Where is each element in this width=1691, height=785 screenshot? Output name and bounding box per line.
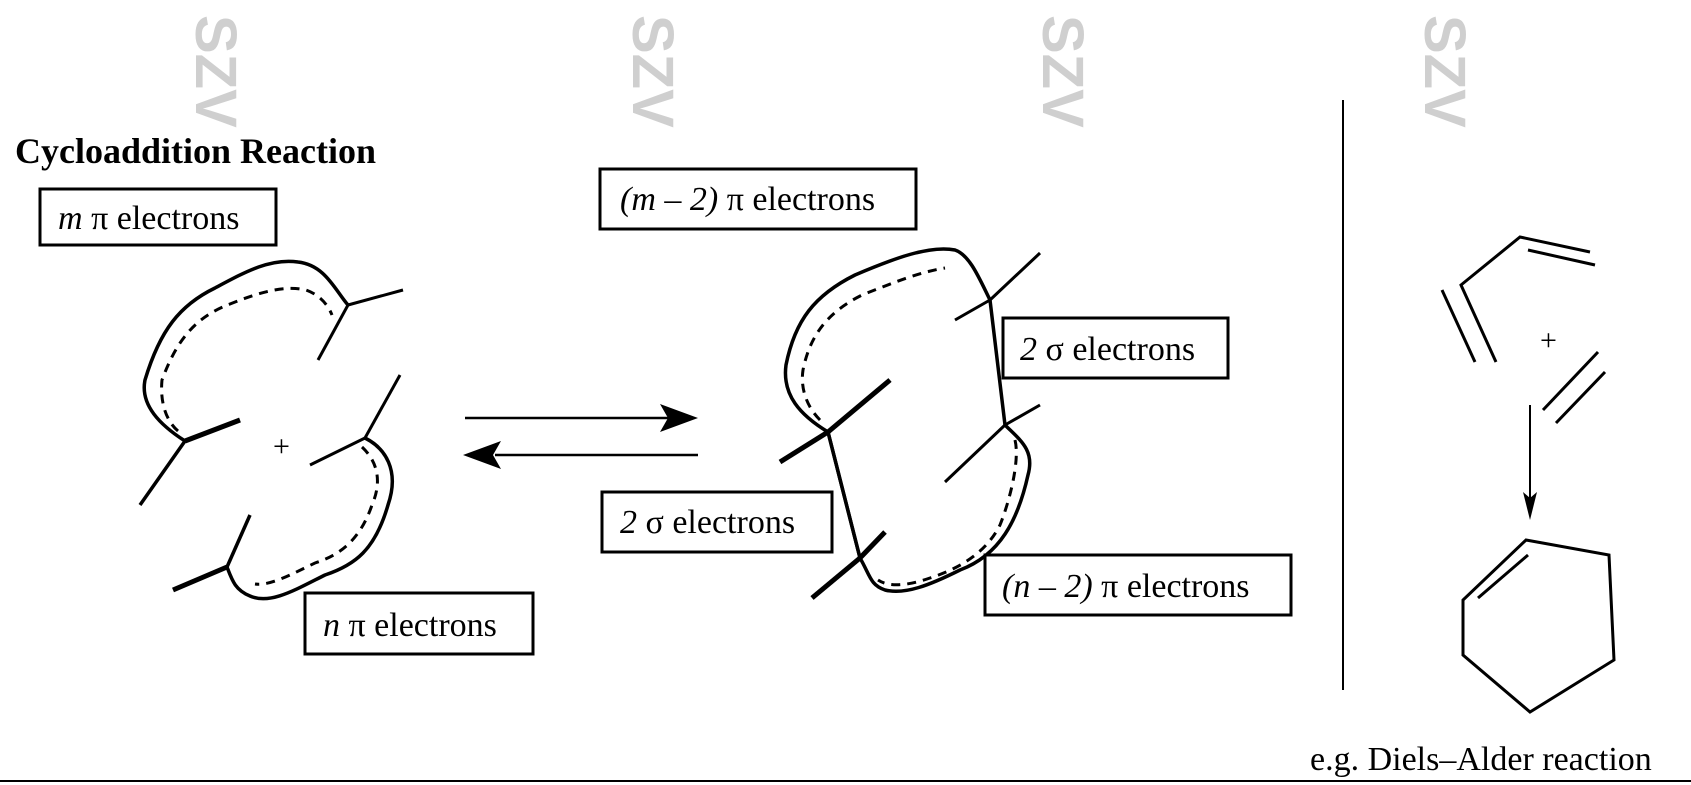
label-variable: (n – 2) [1002,568,1093,605]
upper-substituent-3 [184,417,241,444]
left-reactants [138,259,404,601]
lower-reactant-delocalized-pi [254,445,379,586]
diene-double-bond-2 [1527,248,1596,267]
diels-alder-example [1440,235,1616,714]
product-substituent-3 [826,378,892,434]
label-text: π electrons [83,200,240,237]
diene-skeleton [1459,235,1591,363]
cyclohexene-double-bond [1477,553,1529,600]
label-sigma-electrons-right: 2 σ electrons [1001,316,1230,380]
label-n-pi-electrons: n π electrons [303,591,535,656]
dienophile-double-bond [1554,370,1607,425]
label-m-minus-2-pi-electrons: (m – 2) π electrons [598,167,918,231]
product-substituent-6 [943,423,1007,484]
label-variable: m [58,200,83,237]
label-text: π electrons [340,607,497,644]
reverse-arrow-head [463,441,501,469]
lower-substituent-1 [309,436,366,467]
label-box [983,553,1293,617]
product-substituent-1 [988,251,1042,302]
reaction-arrow-head [1523,492,1537,520]
diagram-title: Cycloaddition Reaction [15,131,376,171]
cyclohexene-ring [1461,538,1616,714]
product-upper-pi [800,266,946,422]
product-substituent-4 [778,429,830,465]
label-box [600,490,834,554]
label-text: σ electrons [1037,331,1195,368]
lower-reactant-outline [225,436,394,601]
label-text: σ electrons [637,504,795,541]
upper-reactant-delocalized-pi [160,286,334,433]
watermarks: SZV SZV SZV SZV [183,15,1477,128]
product-sigma-bond-left [826,431,862,559]
label-sigma-electrons-bottom: 2 σ electrons [600,490,834,554]
label-variable: 2 [1020,331,1037,368]
upper-substituent-2 [316,304,350,361]
svg-text:n π electrons: n π electrons [323,607,497,644]
plus-sign-right: + [1540,324,1557,357]
label-text: π electrons [1093,568,1250,605]
label-box [598,167,918,231]
product-substituent-8 [810,556,862,600]
example-caption: e.g. Diels–Alder reaction [1310,741,1652,778]
label-text: π electrons [718,181,875,218]
product-substituent-7 [858,530,887,560]
label-n-minus-2-pi-electrons: (n – 2) π electrons [983,553,1293,617]
watermark-2: SZV [620,15,685,128]
upper-substituent-4 [138,439,187,507]
equilibrium-arrows [463,404,698,469]
watermark-1: SZV [183,15,248,128]
dienophile-bond [1541,350,1600,412]
product-substituent-5 [1004,403,1041,427]
label-variable: (m – 2) [620,181,718,218]
label-box [38,187,278,247]
label-box [1001,316,1230,380]
label-variable: n [323,607,340,644]
lower-substituent-2 [363,374,402,439]
svg-text:m π electrons: m π electrons [58,200,239,237]
product-adduct [778,247,1042,600]
svg-text:(n – 2) π electrons: (n – 2) π electrons [1002,568,1250,605]
svg-text:(m – 2) π electrons: (m – 2) π electrons [620,181,875,218]
forward-arrow-head [660,404,698,432]
upper-reactant-outline [142,259,350,443]
watermark-3: SZV [1030,15,1095,128]
upper-substituent-1 [347,288,404,307]
label-m-pi-electrons: m π electrons [38,187,278,247]
svg-text:2 σ electrons: 2 σ electrons [1020,331,1195,368]
label-box [303,591,535,656]
label-variable: 2 [620,504,637,541]
lower-substituent-3 [172,564,228,593]
product-lower-pi [877,439,1018,587]
lower-substituent-4 [225,514,252,568]
svg-text:2 σ electrons: 2 σ electrons [620,504,795,541]
plus-sign-left: + [273,430,290,463]
diene-double-bond-1 [1440,289,1477,363]
product-substituent-2 [954,298,991,322]
watermark-4: SZV [1412,15,1477,128]
